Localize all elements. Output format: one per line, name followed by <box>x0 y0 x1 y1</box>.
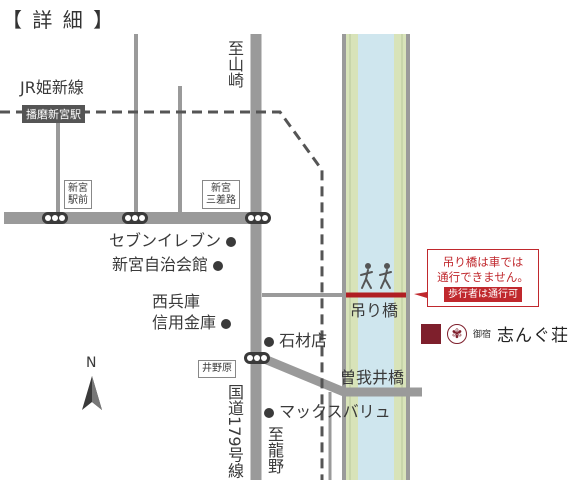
landmark-dot <box>264 407 274 418</box>
bridge-tsuribashi: 吊り橋 <box>350 301 399 320</box>
landmark-max-valu: マックスバリュ <box>264 404 391 420</box>
landmark-shinkin-line1: 西兵庫 <box>152 292 201 311</box>
landmark-dot <box>264 336 274 347</box>
bridge-sogaibashi: 曽我井橋 <box>340 368 405 387</box>
brand-prefix: 御宿 <box>473 330 492 340</box>
landmark-ishizaiten: 石材店 <box>264 333 327 349</box>
station-harima-shingu: 播磨新宮駅 <box>22 105 85 123</box>
notice-tag: 歩行者は通行可 <box>444 287 522 302</box>
landmark-dot <box>213 260 224 271</box>
landmark-shinkin: 信用金庫 <box>152 315 232 331</box>
north-arrow-icon <box>82 376 102 410</box>
bus-stop-icon <box>42 212 271 364</box>
busstop-shingu-ekimae: 新宮 駅前 <box>64 180 92 209</box>
landmark-dot <box>226 236 237 247</box>
brand-name: 志んぐ荘 <box>497 326 570 346</box>
bridge-notice: 吊り橋は車では 通行できません。 歩行者は通行可 <box>427 249 539 307</box>
page-title: 【 詳 細 】 <box>2 8 116 32</box>
direction-yamazaki: 至山崎 <box>225 40 244 88</box>
national-road-179: 国道179号線 <box>225 384 244 479</box>
landmark-dot <box>221 318 232 329</box>
landmark-seven-eleven: セブンイレブン <box>109 233 237 249</box>
busstop-shingu-sansaro: 新宮 三差路 <box>202 180 240 209</box>
river-water <box>358 34 394 480</box>
maple-leaf-icon: ✾ <box>447 323 467 344</box>
compass-label: N <box>86 355 97 371</box>
notice-line2: 通行できません。 <box>437 270 529 284</box>
landmark-jichikaikan: 新宮自治会館 <box>112 257 224 273</box>
direction-tatsuno: 至龍野 <box>265 426 284 474</box>
notice-line1: 吊り橋は車では <box>442 255 524 269</box>
pedestrian-icon <box>360 263 392 289</box>
inn-brand: ✾ 御宿 志んぐ荘 <box>421 321 569 346</box>
inn-location-marker <box>421 323 441 344</box>
busstop-inogahara: 井野原 <box>198 360 236 378</box>
railway-name: JR姫新線 <box>20 78 84 97</box>
